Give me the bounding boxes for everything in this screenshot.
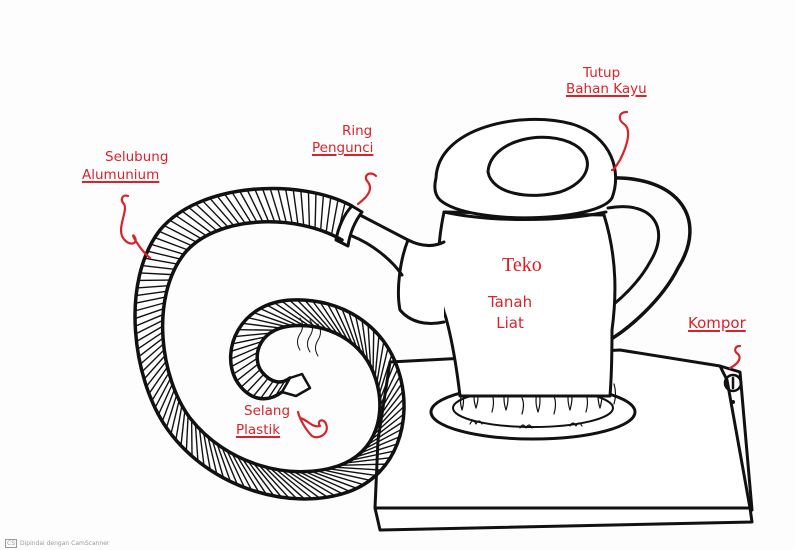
label-bahan-kayu: Bahan Kayu (566, 82, 647, 97)
leader-ring (358, 174, 376, 204)
label-kompor: Kompor (688, 316, 746, 331)
tube-rib (247, 190, 263, 222)
tube-rib (186, 415, 188, 451)
tube-rib (237, 364, 258, 381)
tube-rib (253, 378, 268, 396)
tube-rib (145, 258, 178, 264)
leader-kompor (730, 346, 740, 368)
plastic-hose (282, 374, 310, 396)
label-tanah-liat: Tanah Liat (488, 292, 532, 334)
tube-rib (231, 352, 257, 366)
tube-rib (136, 291, 167, 295)
aluminium-tube (135, 189, 404, 499)
label-alumunium: Alumunium (82, 168, 159, 183)
watermark-text: Dipindai dengan CamScanner (20, 540, 109, 547)
tube-rib (166, 395, 176, 428)
tube-rib (241, 370, 260, 388)
tube-rib (255, 189, 269, 222)
tube-rib (373, 330, 374, 372)
label-teko: Teko (502, 254, 542, 277)
tube-rib (334, 467, 381, 470)
tube-rib (231, 347, 260, 359)
tube-rib (308, 192, 309, 227)
tube-rib (135, 315, 163, 327)
leader-selang (298, 412, 327, 437)
tube-rib (326, 197, 331, 232)
tube-rib (321, 195, 324, 230)
tube-rib (286, 189, 293, 224)
tube-rib (142, 266, 174, 270)
tube-rib (247, 374, 264, 392)
tube-rib (263, 189, 275, 222)
tube-rib (136, 326, 162, 341)
tube-rib (301, 190, 304, 225)
tube-rib (315, 193, 316, 228)
label-tutup: Tutup (583, 66, 620, 81)
label-selubung: Selubung (105, 150, 168, 165)
tube-rib (233, 358, 257, 374)
label-selang: Selang (244, 404, 290, 419)
label-pengunci: Pengunci (312, 141, 373, 156)
tube-rib (181, 410, 185, 445)
tube-rib (155, 238, 188, 250)
tube-rib (195, 424, 197, 461)
tube-rib (140, 273, 172, 275)
label-tanah: Tanah (488, 292, 532, 313)
tube-rib (332, 200, 338, 235)
tube-rib (293, 190, 298, 225)
tube-rib (137, 286, 168, 288)
label-ring: Ring (342, 124, 372, 139)
leader-selubung (121, 196, 150, 258)
tube-rib (136, 320, 163, 333)
tube-rib (159, 231, 192, 246)
camscanner-logo: CS (5, 539, 17, 548)
tube-rib (135, 297, 165, 303)
label-liat: Liat (488, 313, 532, 334)
tube-rib (238, 330, 275, 331)
label-plastik: Plastik (236, 423, 280, 438)
scanner-watermark: CSDipindai dengan CamScanner (5, 539, 109, 548)
